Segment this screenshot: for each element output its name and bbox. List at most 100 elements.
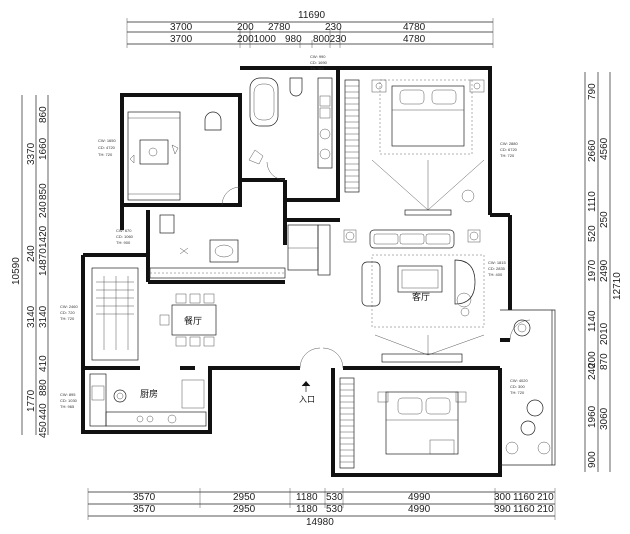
note: CD: 1690 bbox=[310, 60, 328, 65]
wardrobe-hangers bbox=[345, 85, 359, 189]
lamp-icon bbox=[375, 82, 383, 90]
bottom-dim: 1180 bbox=[296, 492, 318, 503]
chair-icon bbox=[520, 420, 536, 436]
bottom-dim: 2950 bbox=[233, 504, 256, 515]
living-room: 客厅 CW: 1815 CD: 2835 TH: 400 bbox=[317, 224, 531, 363]
door-swing bbox=[266, 161, 286, 181]
plant-icon bbox=[505, 441, 519, 455]
entrance-arrow-head bbox=[302, 381, 310, 386]
wardrobe-hangers bbox=[340, 383, 354, 463]
left-dim: 3140 bbox=[26, 305, 37, 328]
top-dim: 3700 bbox=[170, 34, 193, 45]
note: CW: 4020 bbox=[510, 378, 528, 383]
toilet-icon bbox=[159, 214, 175, 234]
left-dim: 3140 bbox=[38, 305, 49, 328]
nightstand bbox=[377, 391, 389, 403]
note: TH: 720 bbox=[98, 152, 113, 157]
right-dim: 200 bbox=[587, 351, 598, 368]
bottom-dim: 210 bbox=[537, 492, 554, 503]
top-dim: 4780 bbox=[403, 34, 426, 45]
desk bbox=[139, 139, 169, 165]
sink-icon bbox=[209, 239, 239, 263]
top-dim: 2001000 bbox=[237, 34, 276, 45]
right-dim: 900 bbox=[587, 451, 598, 468]
top-dim: 2780 bbox=[268, 22, 291, 33]
bottom-dim: 3570 bbox=[133, 492, 156, 503]
toilet-icon bbox=[289, 77, 303, 97]
door-swing bbox=[322, 347, 344, 369]
bottom-dim: 2950 bbox=[233, 492, 256, 503]
chair-icon bbox=[203, 336, 215, 347]
right-dim: 2490 bbox=[599, 259, 610, 282]
chair-icon bbox=[513, 319, 531, 337]
balcony: CW: 4020 CD: 300 TH: 720 bbox=[505, 319, 551, 455]
lamp-icon bbox=[473, 82, 481, 90]
note: CD: 4720 bbox=[98, 145, 116, 150]
bottom-dim: 3570 bbox=[133, 504, 156, 515]
right-dim: 240 bbox=[587, 363, 598, 380]
note: TH: 720 bbox=[500, 153, 515, 158]
washer-icon bbox=[167, 414, 177, 424]
right-dim: 790 bbox=[587, 83, 598, 100]
door-swing bbox=[221, 186, 241, 206]
left-dim: 880 bbox=[38, 379, 49, 396]
chair-icon bbox=[175, 336, 187, 347]
bottom-dim: 1160 bbox=[513, 492, 535, 503]
bottom-dim: 530 bbox=[326, 504, 343, 515]
bottom-dim: 300 bbox=[494, 492, 511, 503]
lamp-icon bbox=[469, 231, 479, 241]
top-dim: 3700 bbox=[170, 22, 193, 33]
right-dim: 1140 bbox=[587, 310, 598, 332]
door-swing bbox=[299, 347, 321, 369]
entrance: 入口 bbox=[299, 347, 344, 404]
coffee-table bbox=[397, 265, 443, 293]
chair-icon bbox=[113, 389, 127, 403]
chair-icon bbox=[175, 293, 187, 304]
right-dim: 250 bbox=[599, 211, 610, 228]
sink-icon bbox=[91, 385, 105, 401]
sink-icon bbox=[319, 148, 331, 160]
right-dim: 520 bbox=[587, 225, 598, 242]
note: CW: 670 bbox=[116, 228, 132, 233]
view-lines bbox=[374, 334, 485, 356]
left-dim: 850 bbox=[38, 183, 49, 200]
sofa bbox=[369, 229, 455, 249]
note: TH: 400 bbox=[488, 272, 503, 277]
note: TH: 965 bbox=[60, 404, 75, 409]
note: CD: 6720 bbox=[500, 147, 518, 152]
cabinet bbox=[317, 224, 331, 276]
left-dim: 3370 bbox=[26, 142, 37, 165]
nightstand bbox=[469, 79, 485, 93]
nightstand bbox=[371, 79, 387, 93]
left-dim: 440 bbox=[38, 403, 49, 420]
chair-icon bbox=[203, 293, 215, 304]
room-label-entrance: 入口 bbox=[299, 395, 315, 404]
right-total-dim: 12710 bbox=[612, 272, 623, 300]
plant-icon bbox=[537, 441, 551, 455]
chair-icon bbox=[461, 189, 475, 203]
storage-cabinet bbox=[287, 224, 319, 271]
note: CW: 2460 bbox=[60, 304, 78, 309]
counter bbox=[89, 373, 107, 427]
right-dim: 4560 bbox=[599, 137, 610, 160]
top-bathroom: CW: 990 CD: 1690 TH: 900 bbox=[248, 54, 333, 181]
shelf-lines bbox=[96, 276, 134, 350]
left-bedroom: CW: 1650 CD: 4720 TH: 720 bbox=[98, 111, 241, 206]
top-dim: 980 bbox=[285, 34, 302, 45]
note: TH: 720 bbox=[510, 390, 525, 395]
kitchen: 厨房 CW: 895 CD: 1030 TH: 965 bbox=[60, 373, 207, 427]
vanity bbox=[317, 77, 333, 169]
lamp-icon bbox=[345, 231, 355, 241]
stove-icon bbox=[136, 415, 144, 423]
room-label-kitchen: 厨房 bbox=[140, 388, 158, 400]
room-label-living: 客厅 bbox=[412, 291, 430, 303]
note: CD: 1060 bbox=[116, 234, 134, 239]
right-dim: 870 bbox=[599, 353, 610, 370]
note: CW: 1815 bbox=[488, 260, 506, 265]
note: CD: 300 bbox=[510, 384, 525, 389]
left-dim: 14870 bbox=[38, 248, 49, 276]
walls bbox=[81, 66, 556, 477]
left-total-dim: 10590 bbox=[11, 257, 22, 285]
chair-icon bbox=[159, 314, 170, 326]
rug bbox=[379, 79, 473, 155]
